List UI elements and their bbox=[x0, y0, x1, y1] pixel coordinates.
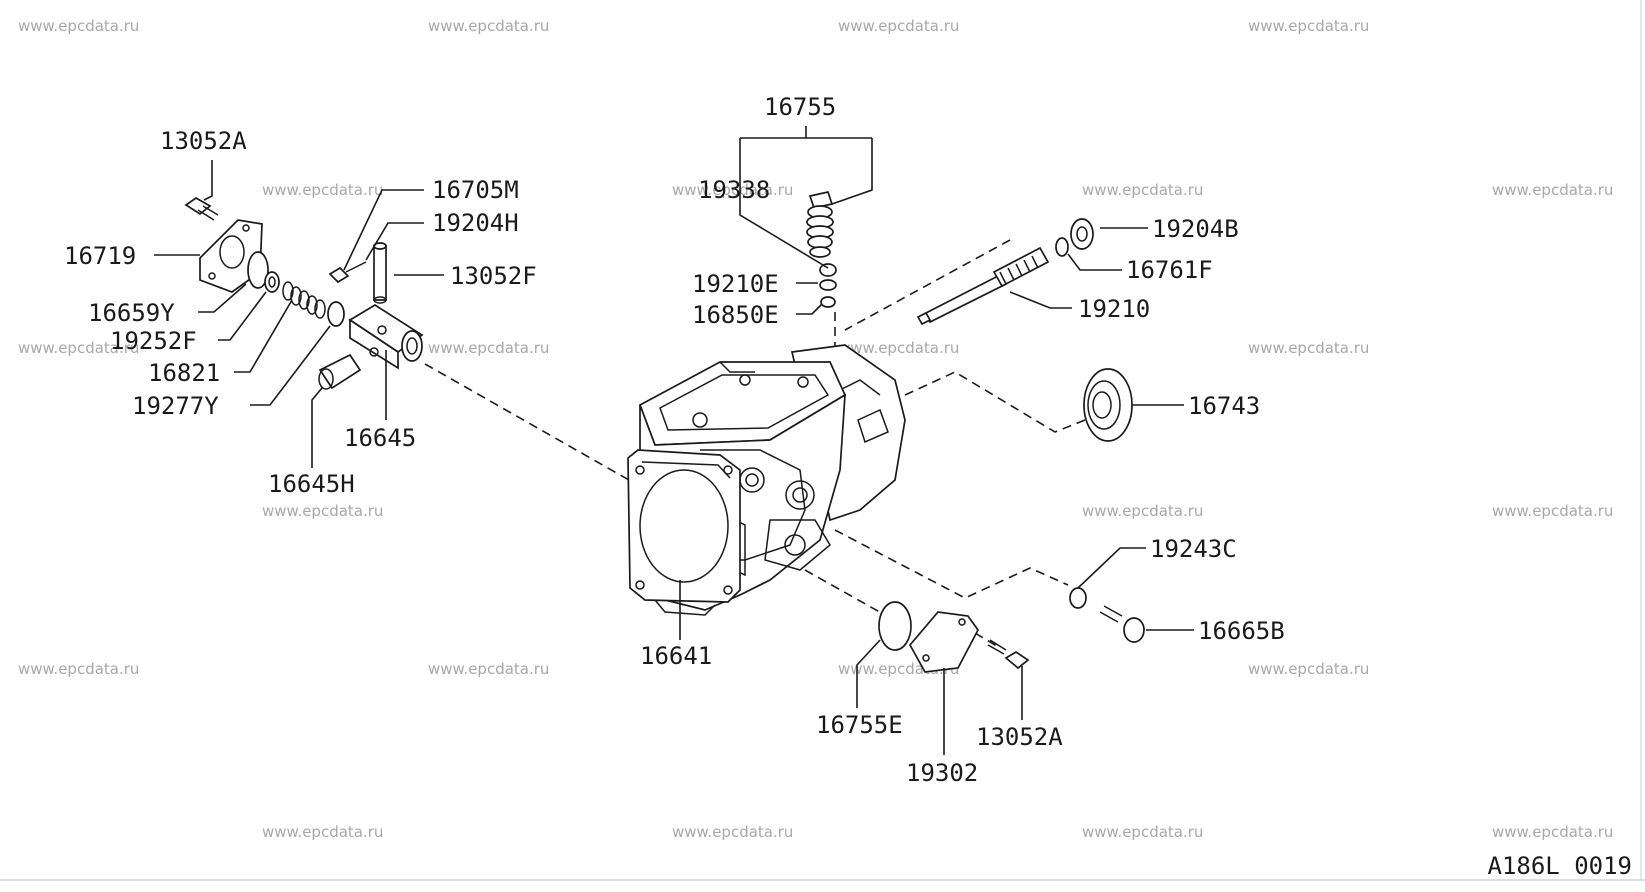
label-19204H: 19204H bbox=[432, 209, 519, 237]
label-16705M: 16705M bbox=[432, 176, 519, 204]
bolt-13052A-bottom bbox=[987, 639, 1030, 670]
watermark: www.epcdata.ru bbox=[428, 339, 549, 357]
oring-16850E bbox=[820, 296, 836, 308]
dash-line-16645 bbox=[424, 363, 637, 485]
watermark: www.epcdata.ru bbox=[18, 339, 139, 357]
watermark: www.epcdata.ru bbox=[1082, 181, 1203, 199]
label-16755: 16755 bbox=[764, 93, 836, 121]
label-19252F: 19252F bbox=[110, 327, 197, 355]
washer-19277Y bbox=[327, 301, 345, 327]
label-16645H: 16645H bbox=[268, 470, 355, 498]
dash-line-19210 bbox=[844, 239, 1011, 331]
label-13052A-bottom: 13052A bbox=[976, 723, 1063, 751]
dash-line-13052A-bottom bbox=[974, 632, 1001, 649]
watermark: www.epcdata.ru bbox=[1492, 823, 1613, 841]
watermark: www.epcdata.ru bbox=[1492, 502, 1613, 520]
label-16850E: 16850E bbox=[692, 301, 779, 329]
pin-13052F bbox=[373, 242, 387, 304]
part-labels: 16755 13052A 16705M 19338 19204H 19204B … bbox=[64, 93, 1285, 787]
label-19277Y: 19277Y bbox=[132, 392, 219, 420]
watermark: www.epcdata.ru bbox=[262, 181, 383, 199]
oring-16761F bbox=[1055, 237, 1069, 257]
dash-line-19243C bbox=[834, 529, 1069, 599]
label-19204B: 19204B bbox=[1152, 215, 1239, 243]
watermark: www.epcdata.ru bbox=[18, 17, 139, 35]
plug-16645H bbox=[318, 353, 362, 390]
leader-lines bbox=[154, 126, 1194, 755]
watermark: www.epcdata.ru bbox=[838, 339, 959, 357]
oring-19210E bbox=[819, 279, 837, 291]
label-13052F: 13052F bbox=[450, 262, 537, 290]
label-16719: 16719 bbox=[64, 242, 136, 270]
oring-19338 bbox=[819, 263, 837, 277]
label-16755E: 16755E bbox=[816, 711, 903, 739]
label-19243C: 19243C bbox=[1150, 535, 1237, 563]
label-19338: 19338 bbox=[698, 176, 770, 204]
watermark: www.epcdata.ru bbox=[838, 17, 959, 35]
label-19210E: 19210E bbox=[692, 270, 779, 298]
bolt-16665B bbox=[1099, 605, 1145, 643]
dash-line-16743 bbox=[904, 371, 1086, 433]
oring-19252F bbox=[264, 271, 280, 293]
dash-line-16755E bbox=[804, 569, 886, 616]
watermark: www.epcdata.ru bbox=[1248, 660, 1369, 678]
valve-16755 bbox=[806, 191, 837, 308]
watermark: www.epcdata.ru bbox=[672, 181, 793, 199]
washer-19243C bbox=[1069, 587, 1087, 609]
watermark: www.epcdata.ru bbox=[672, 823, 793, 841]
gasket-16659Y bbox=[247, 251, 269, 289]
cover-19302 bbox=[908, 611, 979, 673]
watermark: www.epcdata.ru bbox=[1492, 181, 1613, 199]
label-13052A-top: 13052A bbox=[160, 127, 247, 155]
assembly-lines bbox=[424, 239, 1086, 649]
watermark: www.epcdata.ru bbox=[428, 17, 549, 35]
nut-19204B bbox=[1070, 218, 1094, 250]
label-19302: 19302 bbox=[906, 759, 978, 787]
oring-16755E bbox=[878, 601, 912, 651]
screw-16705M bbox=[328, 261, 367, 284]
spring-16821 bbox=[282, 281, 326, 319]
housing-front-flange bbox=[627, 449, 741, 603]
label-16761F: 16761F bbox=[1126, 256, 1213, 284]
watermark: www.epcdata.ru bbox=[1082, 502, 1203, 520]
label-16665B: 16665B bbox=[1198, 617, 1285, 645]
watermark: www.epcdata.ru bbox=[262, 823, 383, 841]
label-16641: 16641 bbox=[640, 642, 712, 670]
shaft-19210 bbox=[916, 218, 1094, 326]
seal-16743 bbox=[1083, 368, 1133, 442]
watermark: www.epcdata.ru bbox=[262, 502, 383, 520]
watermark: www.epcdata.ru bbox=[428, 660, 549, 678]
bolt-13052A-top bbox=[184, 196, 219, 221]
label-16659Y: 16659Y bbox=[88, 299, 175, 327]
watermark: www.epcdata.ru bbox=[1248, 339, 1369, 357]
watermark: www.epcdata.ru bbox=[1082, 823, 1203, 841]
pump-housing bbox=[627, 344, 906, 616]
watermark: www.epcdata.ru bbox=[18, 660, 139, 678]
label-19210: 19210 bbox=[1078, 295, 1150, 323]
label-16821: 16821 bbox=[148, 359, 220, 387]
label-16645: 16645 bbox=[344, 424, 416, 452]
label-16743: 16743 bbox=[1188, 392, 1260, 420]
watermark: www.epcdata.ru bbox=[1248, 17, 1369, 35]
diagram-code: A186L 0019 bbox=[1488, 852, 1633, 880]
